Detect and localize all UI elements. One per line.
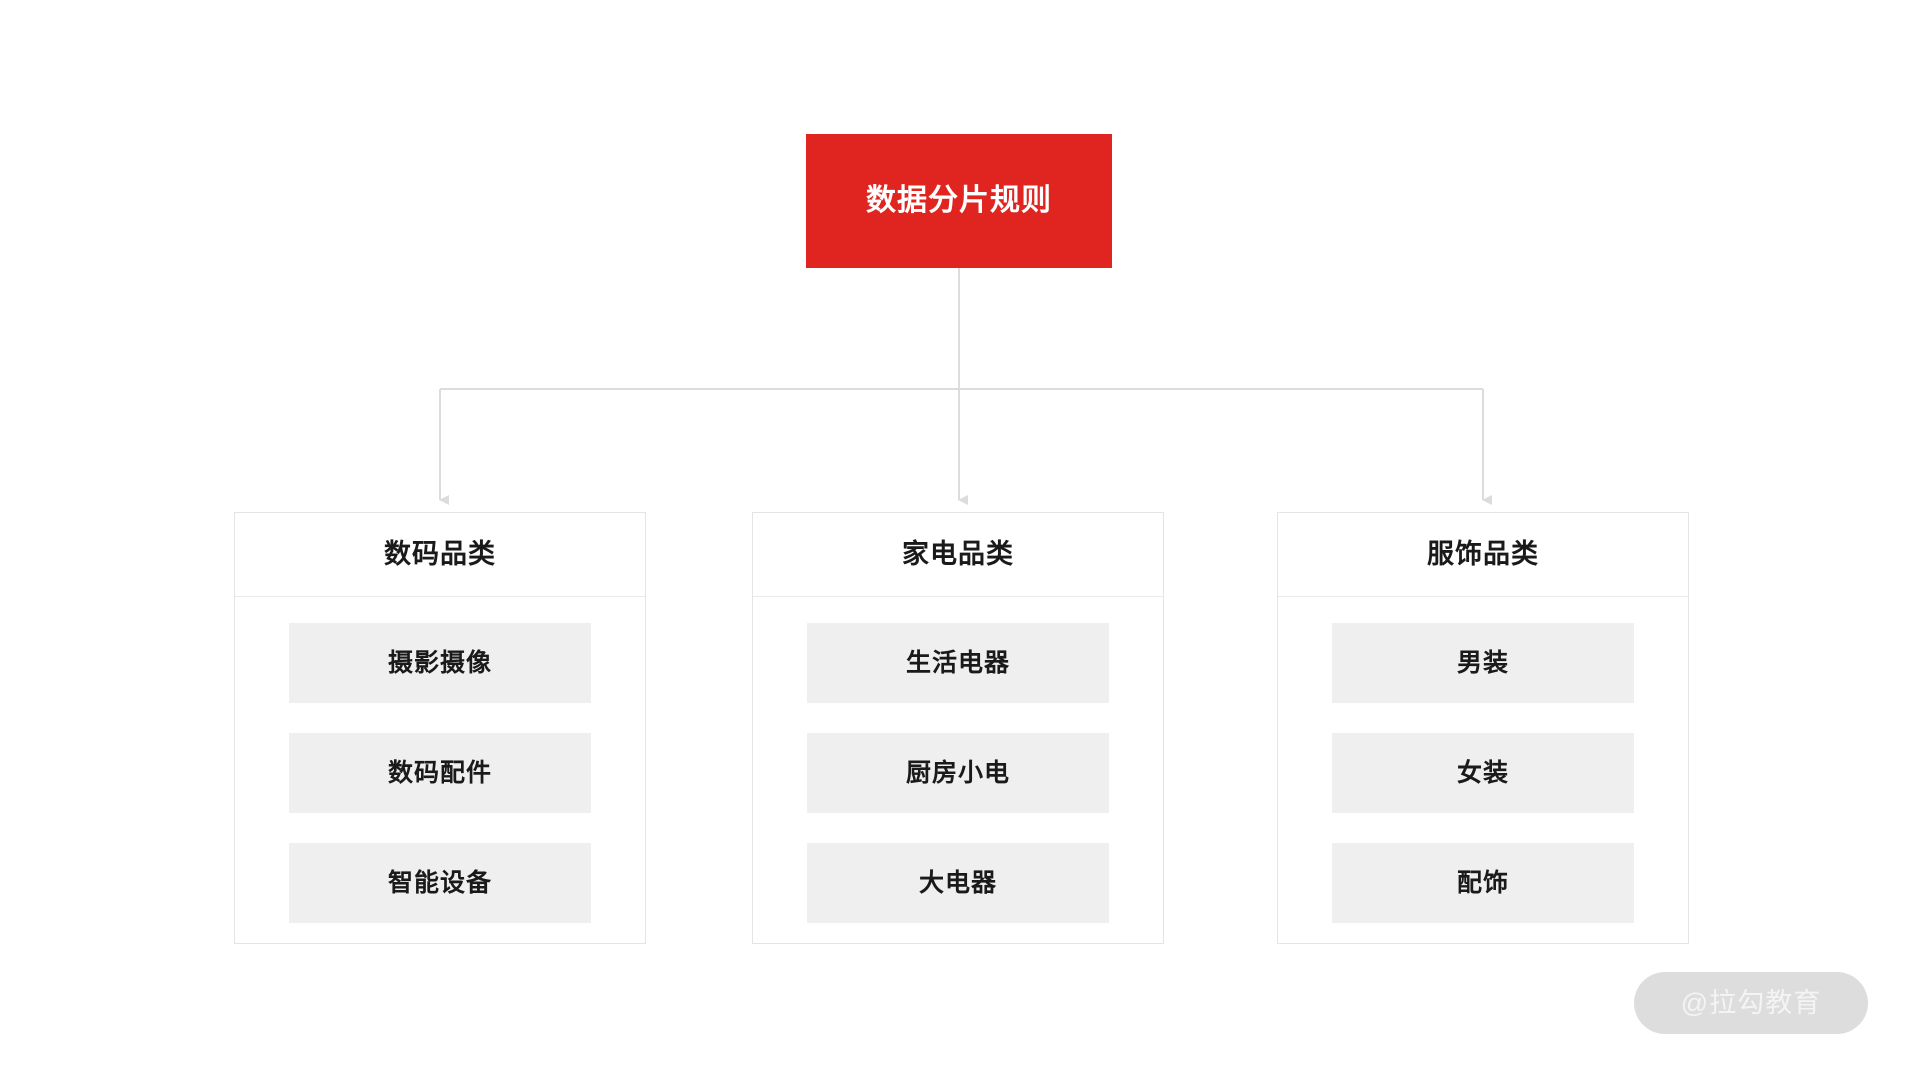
category-panel-apparel: 服饰品类 男装 女装 配饰 — [1277, 512, 1689, 944]
category-chip-label: 大电器 — [918, 868, 997, 897]
watermark-badge: @拉勾教育 — [1634, 972, 1868, 1034]
category-chip-label: 男装 — [1456, 648, 1509, 677]
category-chip: 数码配件 — [289, 733, 591, 813]
category-chip: 智能设备 — [289, 843, 591, 923]
category-chip: 大电器 — [807, 843, 1109, 923]
panel-header-label: 服饰品类 — [1427, 539, 1539, 569]
category-chip: 厨房小电 — [807, 733, 1109, 813]
category-panel-appliance: 家电品类 生活电器 厨房小电 大电器 — [752, 512, 1164, 944]
category-chip-label: 厨房小电 — [905, 758, 1010, 787]
category-panel-digital: 数码品类 摄影摄像 数码配件 智能设备 — [234, 512, 646, 944]
category-chip-label: 智能设备 — [387, 868, 492, 897]
category-chip: 女装 — [1332, 733, 1634, 813]
panel-header: 数码品类 — [235, 513, 645, 597]
category-chip: 生活电器 — [807, 623, 1109, 703]
category-chip-label: 数码配件 — [387, 758, 492, 787]
panel-body: 生活电器 厨房小电 大电器 — [753, 597, 1163, 923]
panel-header: 家电品类 — [753, 513, 1163, 597]
category-chip-label: 生活电器 — [905, 648, 1010, 677]
panel-header-label: 家电品类 — [902, 539, 1014, 569]
category-chip-label: 女装 — [1456, 758, 1509, 787]
panel-header: 服饰品类 — [1278, 513, 1688, 597]
category-chip-label: 摄影摄像 — [387, 648, 492, 677]
category-chip: 摄影摄像 — [289, 623, 591, 703]
panel-body: 男装 女装 配饰 — [1278, 597, 1688, 923]
panel-body: 摄影摄像 数码配件 智能设备 — [235, 597, 645, 923]
panel-header-label: 数码品类 — [384, 539, 496, 569]
root-node: 数据分片规则 — [806, 134, 1112, 268]
watermark-label: @拉勾教育 — [1680, 987, 1822, 1018]
category-chip: 配饰 — [1332, 843, 1634, 923]
category-chip-label: 配饰 — [1456, 868, 1509, 897]
root-node-label: 数据分片规则 — [866, 184, 1052, 217]
category-chip: 男装 — [1332, 623, 1634, 703]
